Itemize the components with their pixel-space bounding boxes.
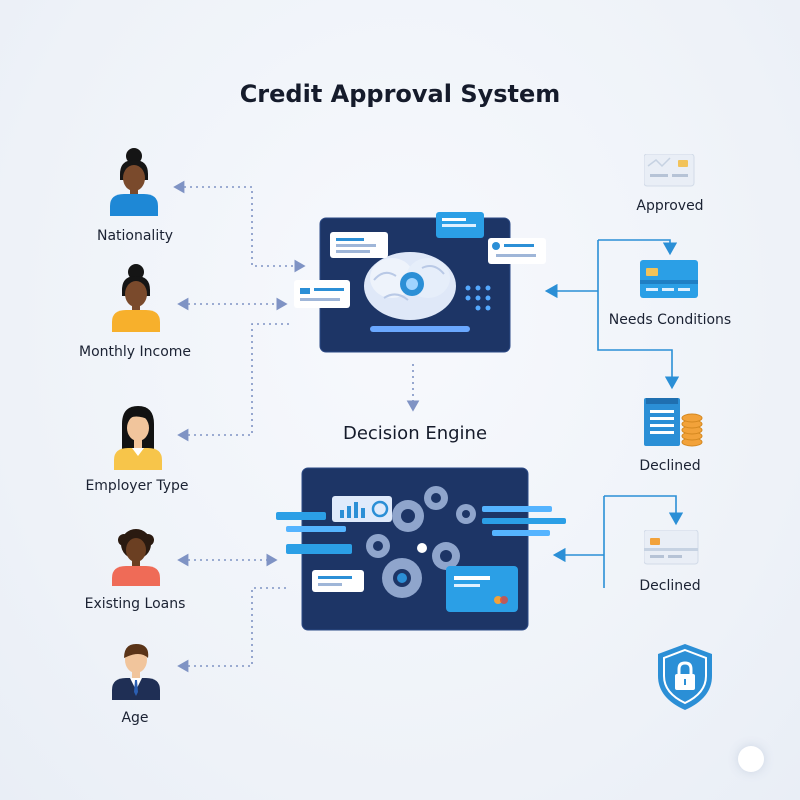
connector-employer-type	[177, 323, 292, 442]
woman-long-hair-icon	[114, 406, 162, 470]
card-approved-icon	[644, 154, 695, 187]
decision-engine-label: Decision Engine	[342, 423, 488, 444]
diagram-title: Credit Approval System	[239, 80, 561, 108]
connector-outcome-bracket-top	[597, 240, 680, 390]
man-curly-hair-icon	[112, 529, 160, 586]
shield-lock-icon	[658, 644, 712, 710]
outcome-label-declined: Declined	[639, 458, 701, 474]
input-label-existing-loans: Existing Loans	[84, 596, 186, 612]
outcome-label-approved: Approved	[636, 198, 704, 214]
connector-nationality	[173, 180, 306, 273]
woman-bun-icon	[110, 148, 158, 216]
input-label-employer-type: Employer Type	[85, 478, 189, 494]
watermark-badge	[738, 746, 764, 772]
man-suit-icon	[112, 644, 160, 700]
outcome-label-declined-2: Declined	[639, 578, 701, 594]
input-label-nationality: Nationality	[96, 228, 173, 244]
connector-outcome-approved	[598, 239, 678, 256]
card-declined-icon	[644, 530, 699, 565]
decision-engine-panel	[276, 467, 566, 631]
card-needs-conditions-icon	[640, 260, 698, 298]
connector-age	[177, 587, 290, 673]
input-label-age: Age	[121, 710, 149, 726]
ai-brain-panel	[294, 212, 546, 353]
connector-outcome-bracket-bottom	[604, 495, 684, 526]
woman-bun-icon	[112, 264, 160, 332]
outcome-label-needs-conditions: Needs Conditions	[608, 312, 732, 328]
input-label-monthly-income: Monthly Income	[78, 344, 192, 360]
declined-document-coins-icon	[644, 398, 703, 447]
